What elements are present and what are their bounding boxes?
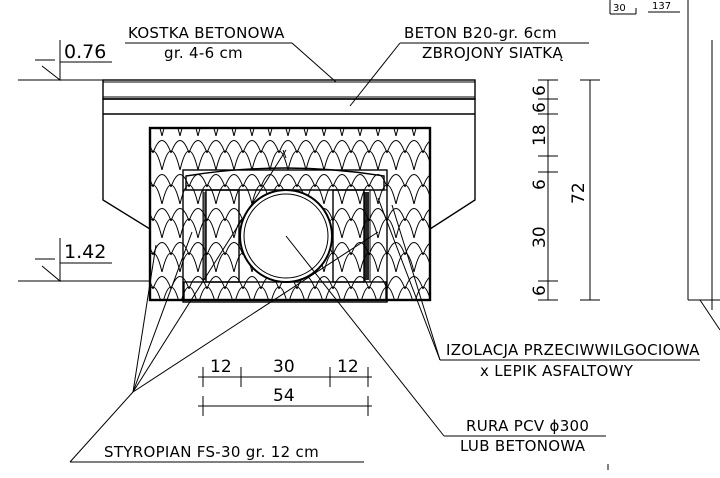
moisture-label-line2: x LEPIK ASFALTOWY <box>480 362 634 380</box>
leader-lines <box>69 42 700 463</box>
paving-label-line1: KOSTKA BETONOWA <box>128 24 285 42</box>
vdim-6c: 6 <box>530 179 550 190</box>
moisture-label-line1: IZOLACJA PRZECIWWILGOCIOWA <box>446 341 700 359</box>
vdim-6b: 6 <box>530 102 550 113</box>
paving-layer <box>102 79 476 100</box>
vdim-30: 30 <box>530 226 550 248</box>
level-mark-bottom: 1.42 <box>18 238 150 283</box>
level-bottom-value: 1.42 <box>64 241 106 263</box>
hdim-center: 30 <box>273 357 295 377</box>
vdim-total: 72 <box>569 182 589 204</box>
vdim-6a: 6 <box>530 85 550 96</box>
concrete-label-line1: BETON B20-gr. 6cm <box>404 24 557 42</box>
pipe-label-line1: RURA PCV ϕ300 <box>466 417 589 435</box>
pipe-label-line2: LUB BETONOWA <box>460 437 586 455</box>
level-mark-top: 0.76 <box>18 40 112 82</box>
styrofoam-label: STYROPIAN FS-30 gr. 12 cm <box>104 443 319 461</box>
level-top-value: 0.76 <box>64 41 106 63</box>
corner-value-b: 137 <box>652 1 671 12</box>
corner-value-a: 30 <box>613 3 626 14</box>
vertical-dimension-chain: 6 6 18 6 30 6 72 <box>530 79 600 301</box>
paving-label-line2: gr. 4-6 cm <box>164 44 243 62</box>
vdim-18: 18 <box>530 124 550 146</box>
vdim-6d: 6 <box>530 285 550 296</box>
cross-section-body <box>102 79 476 303</box>
material-labels: KOSTKA BETONOWA gr. 4-6 cm BETON B20-gr.… <box>104 24 700 461</box>
hdim-total: 54 <box>273 386 295 406</box>
concrete-label-line2: ZBROJONY SIATKĄ <box>422 44 563 62</box>
hdim-right: 12 <box>337 357 359 377</box>
corner-fragment: 30 137 <box>607 0 720 470</box>
cover-plate <box>185 167 385 191</box>
hdim-left: 12 <box>210 357 232 377</box>
moisture-insulation-right <box>364 192 369 280</box>
moisture-insulation-left <box>203 192 206 280</box>
horizontal-dimension-chain: 12 30 12 54 <box>198 357 372 416</box>
